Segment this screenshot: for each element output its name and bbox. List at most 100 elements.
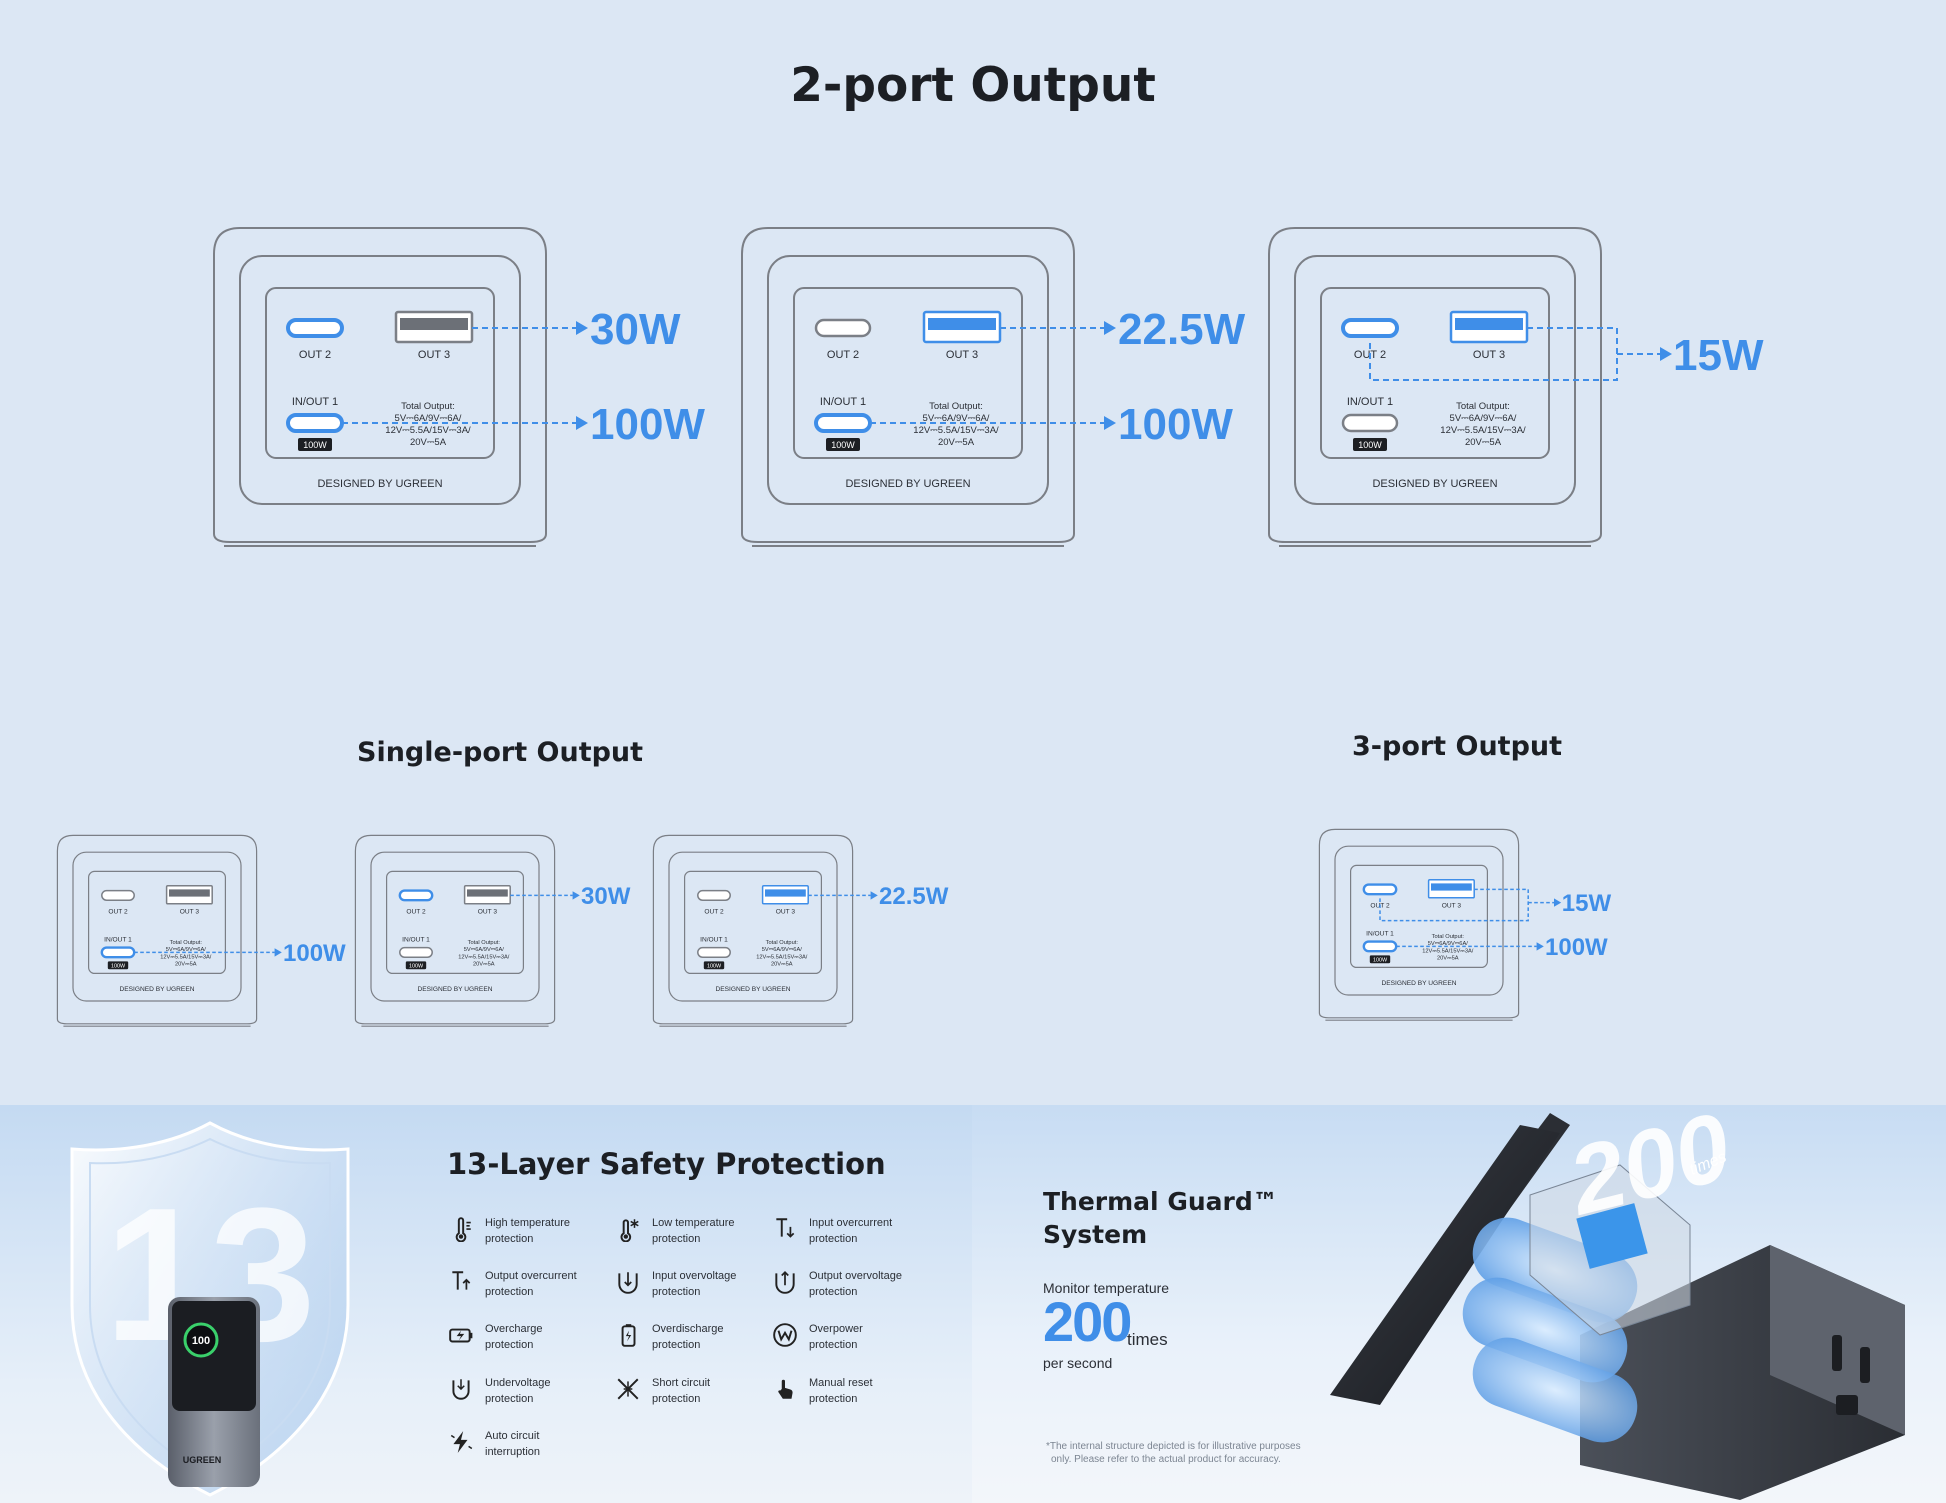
label-out3: OUT 3 [776,908,796,915]
badge-100w [1369,955,1391,964]
badge-100w [1353,438,1387,451]
device-inner-frame [72,851,242,1002]
label-out3: OUT 3 [946,349,978,361]
output-arrow-head [572,891,580,900]
total-output-line: Total Output: [766,940,799,946]
output-arrow-head [274,948,282,957]
port-out3-tongue [400,318,468,330]
device-port-panel [1320,287,1550,459]
device-body [56,834,258,1025]
label-designed-by: DESIGNED BY UGREEN [716,986,791,993]
lightning-icon [447,1428,475,1456]
total-output-line: 5V⎓6A/9V⎓6A/ [1450,413,1517,424]
total-output-line: Total Output: [929,401,983,412]
label-inout1: IN/OUT 1 [1366,931,1394,938]
total-output-line: Total Output: [468,940,501,946]
port-out2-usb-c [101,889,135,901]
port-out2-usb-c [398,889,434,902]
label-out3: OUT 3 [418,349,450,361]
device-port-panel [1350,864,1488,968]
label-inout1: IN/OUT 1 [1347,396,1393,408]
monitor-label: Monitor temperature [1043,1280,1170,1296]
badge-100w-text: 100W [1358,440,1382,450]
port-out2-usb-c [1341,318,1399,338]
total-output-line: 20V⎓5A [938,437,975,448]
footnote-line2: only. Please refer to the actual product… [1051,1454,1281,1465]
badge-100w [107,961,129,970]
output-arrow-head [1104,416,1116,430]
label-out2: OUT 2 [108,908,128,915]
overpower-icon [771,1321,799,1349]
badge-100w-text: 100W [409,963,424,969]
total-output-line: 20V⎓5A [473,962,495,968]
thermal-title-line2: System [1043,1220,1148,1249]
total-output-line: 12V⎓5.5A/15V⎓3A/ [160,954,212,960]
label-out2: OUT 2 [827,349,859,361]
total-output-line: 20V⎓5A [1465,437,1502,448]
output-watt-label: 30W [590,305,681,354]
badge-100w-text: 100W [1373,957,1388,963]
output-arrow-head [576,416,588,430]
footnote-line1: *The internal structure depicted is for … [1046,1441,1301,1452]
device-port-panel [265,287,495,459]
output-arrow-head [1554,898,1562,907]
total-output-line: Total Output: [1432,934,1465,940]
total-output-line: 12V⎓5.5A/15V⎓3A/ [756,954,808,960]
label-out3: OUT 3 [478,908,498,915]
label-out2: OUT 2 [406,908,426,915]
label-out2: OUT 2 [299,349,331,361]
monitor-unit: times [1127,1330,1168,1349]
total-output-line: Total Output: [1456,401,1510,412]
thermal-title-line1: Thermal Guard™ [1043,1187,1278,1216]
merge-connector [1369,327,1618,381]
thermometer-high-icon [447,1215,475,1243]
device-port-panel [386,870,524,974]
label-designed-by: DESIGNED BY UGREEN [317,478,442,490]
label-designed-by: DESIGNED BY UGREEN [1382,980,1457,987]
label-inout1: IN/OUT 1 [402,937,430,944]
label-out3: OUT 3 [1442,902,1462,909]
manual-reset-icon [771,1375,799,1403]
port-out3-tongue [928,318,996,330]
label-designed-by: DESIGNED BY UGREEN [845,478,970,490]
device-body [1268,227,1602,543]
output-watt-label: 100W [1545,934,1608,961]
port-out3-tongue [1431,883,1472,891]
bottom-section: 13 100 UGREEN 13-Layer Safety Protection… [0,1105,1946,1503]
footnote: *The internal structure depicted is for … [1046,1440,1346,1466]
port-out2-usb-c [814,318,872,338]
output-arrow-head [1660,347,1672,361]
label-designed-by: DESIGNED BY UGREEN [418,986,493,993]
exploded-powerbank-illustration: 200 times [1330,1105,1905,1500]
output-watt-label: 100W [590,400,705,449]
output-watt-label: 100W [1118,400,1233,449]
output-arrow-head [1104,321,1116,335]
device-port-panel [88,870,226,974]
total-output-line: 5V⎓6A/9V⎓6A/ [762,947,802,953]
undervoltage-icon [447,1375,475,1403]
device-body [213,227,547,543]
total-output-line: 20V⎓5A [410,437,447,448]
total-output-line: 12V⎓5.5A/15V⎓3A/ [1440,425,1526,436]
total-output-line: 12V⎓5.5A/15V⎓3A/ [913,425,999,436]
